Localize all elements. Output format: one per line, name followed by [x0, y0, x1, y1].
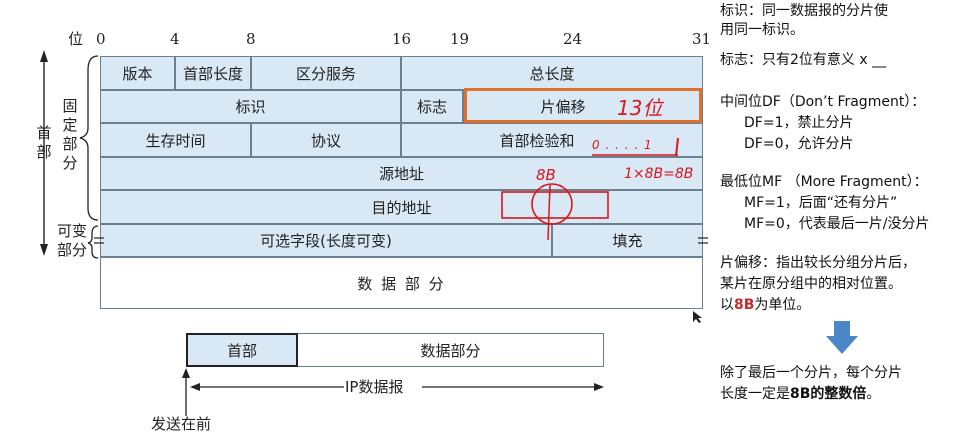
field-options: 可选字段(长度可变)	[100, 224, 552, 257]
field-fragment-offset-label: 片偏移	[540, 98, 586, 116]
down-arrow-icon	[826, 321, 858, 354]
side-brackets	[40, 50, 99, 259]
send-first-label: 发送在前	[151, 415, 212, 433]
bit-number-19: 19	[450, 30, 470, 48]
bit-number-31: 31	[692, 30, 712, 48]
field-protocol: 协议	[251, 123, 401, 157]
side-label-header: 首部	[36, 124, 52, 161]
field-identification: 标识	[100, 90, 401, 123]
field-flags: 标志	[401, 90, 463, 123]
field-version: 版本	[100, 56, 175, 90]
note-multiple: 除了最后一个分片，每个分片	[720, 365, 902, 381]
datagram-arrows	[182, 368, 604, 416]
note-fragment-offset-3: 以8B为单位。	[720, 296, 810, 314]
datagram-header: 首部	[186, 333, 298, 367]
note-df: 中间位DF（Don’t Fragment）：	[720, 94, 926, 110]
field-checksum-label: 首部检验和	[499, 131, 575, 150]
bit-number-16: 16	[392, 30, 412, 48]
annotation-8b: 8B	[536, 166, 556, 184]
bit-number-4: 4	[170, 30, 180, 48]
note-unit-suffix: 为单位。	[754, 297, 811, 313]
note-multiple-2: 长度一定是8B的整数倍。	[720, 385, 880, 403]
field-ttl: 生存时间	[100, 123, 251, 157]
note-mf: 最低位MF （More Fragment）：	[720, 174, 928, 190]
note-multiple-suffix: 。	[866, 386, 881, 402]
side-label-fixed: 固定部分	[62, 97, 78, 172]
field-header-length: 首部长度	[175, 56, 251, 90]
cursor-icon	[693, 311, 702, 323]
field-source-address: 源地址	[100, 157, 703, 190]
note-multiple-bold: 8B的整数倍	[790, 386, 867, 402]
fragment-offset-highlight	[464, 88, 702, 123]
note-mf-1: MF=1，后面“还有分片”	[744, 195, 898, 211]
bit-number-8: 8	[246, 30, 256, 48]
note-mf-0: MF=0，代表最后一片/没分片	[744, 216, 930, 232]
bit-number-0: 0	[96, 30, 106, 48]
side-label-variable: 可变部分	[56, 222, 87, 259]
note-multiple-prefix: 长度一定是	[720, 386, 790, 402]
bit-number-24: 24	[563, 30, 583, 48]
bit-title: 位	[68, 30, 84, 48]
data-part: 数 据 部 分	[100, 257, 703, 309]
note-fragment-offset: 片偏移：指出较长分组分片后，	[720, 255, 916, 271]
field-differentiated-services: 区分服务	[251, 56, 401, 90]
note-unit-bold: 8B	[734, 297, 755, 313]
annotation-13-bits: 13位	[617, 96, 663, 120]
note-unit-prefix: 以	[720, 297, 734, 313]
note-df-1: DF=1，禁止分片	[744, 115, 854, 131]
field-checksum: 首部检验和	[401, 123, 703, 157]
note-df-0: DF=0，允许分片	[744, 136, 854, 152]
annotation-dots: 0 . . . . 1	[592, 138, 653, 152]
options-extension-marks	[94, 237, 708, 244]
note-identification: 标识：同一数据报的分片使	[720, 3, 888, 19]
note-fragment-offset-2: 某片在原分组中的相对位置。	[720, 276, 902, 292]
note-flags: 标志：只有2位有意义 x __	[720, 52, 887, 68]
note-identification-2: 用同一标识。	[720, 22, 804, 38]
ip-datagram-label: IP数据报	[345, 378, 404, 396]
datagram-data: 数据部分	[298, 333, 604, 367]
field-total-length: 总长度	[401, 56, 703, 90]
field-padding: 填充	[552, 224, 703, 257]
annotation-times: 1×8B=8B	[624, 166, 694, 182]
field-destination-address: 目的地址	[100, 190, 703, 224]
handwriting-strokes	[501, 137, 679, 241]
